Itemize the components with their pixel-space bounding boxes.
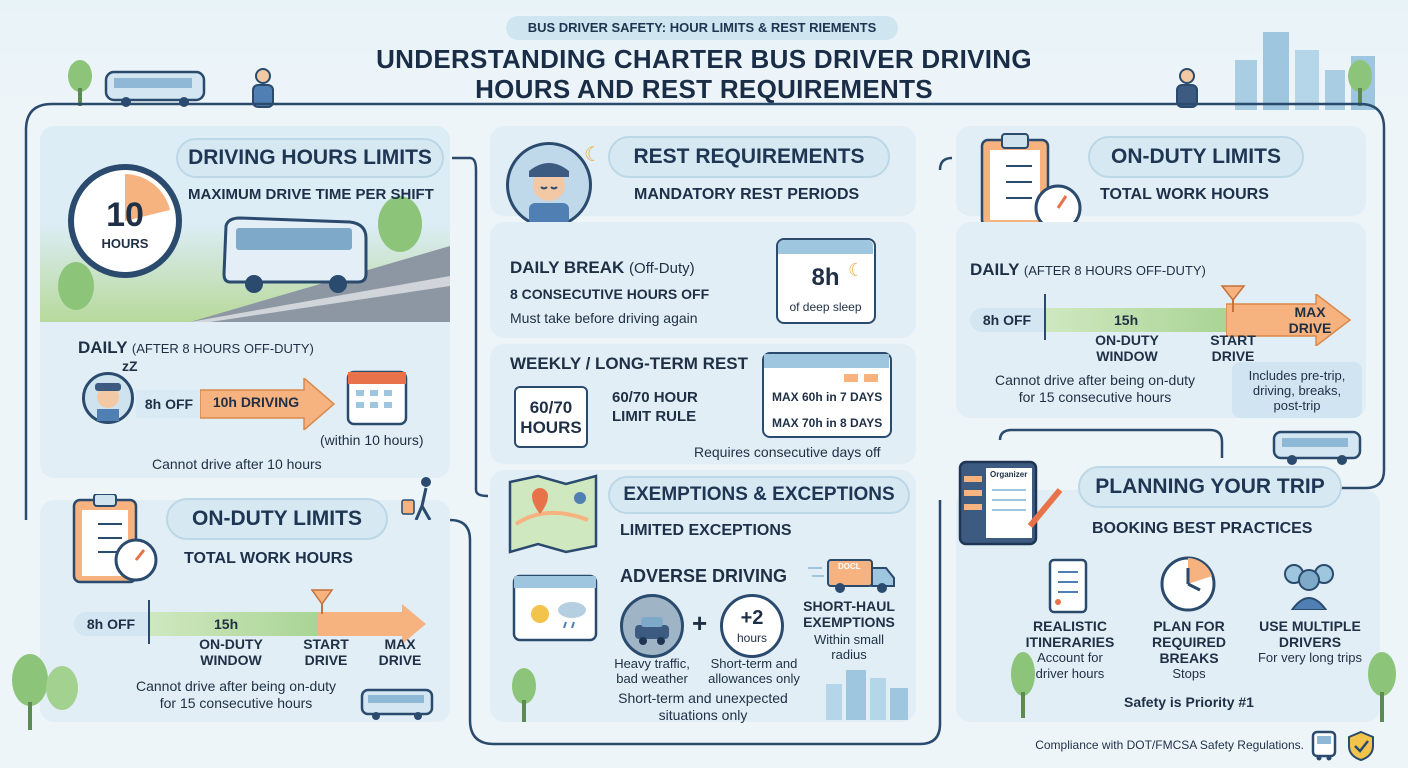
off-segment: 8h OFF: [136, 390, 202, 418]
traveler-luggage-icon: [401, 477, 432, 520]
charter-bus-icon: [222, 216, 368, 293]
max-drive-arrow-left: [318, 604, 426, 644]
rest-title: REST REQUIREMENTS: [608, 136, 890, 178]
tree-icon: [1368, 652, 1396, 722]
highway-road-icon: [58, 196, 450, 322]
daily-label: DAILY (AFTER 8 HOURS OFF-DUTY): [78, 338, 314, 357]
bus-icon: [1272, 430, 1362, 465]
on-duty-left-subtitle: TOTAL WORK HOURS: [184, 550, 353, 567]
includes-note: Includes pre-trip,driving, breaks,post-t…: [1232, 362, 1362, 418]
weather-calendar-icon: [512, 574, 598, 642]
sleep-calendar-icon: 8h of deep sleep ☾: [776, 238, 876, 324]
driver-person-icon: [252, 68, 274, 108]
planning-item-drivers: USE MULTIPLE DRIVERS For very long trips: [1257, 618, 1363, 665]
page-title: UNDERSTANDING CHARTER BUS DRIVER DRIVING…: [376, 44, 1032, 104]
wall-clock-icon: [1160, 556, 1216, 612]
itinerary-scroll-icon: [1048, 558, 1088, 614]
map-pin-icon: [508, 474, 598, 554]
tree-icon: [1011, 652, 1035, 718]
planning-item-breaks: PLAN FOR REQUIRED BREAKS Stops: [1152, 618, 1226, 681]
tree-icon: [512, 668, 536, 722]
planning-item-itineraries: REALISTIC ITINERARIES Account for driver…: [1025, 618, 1115, 681]
within-note: (within 10 hours): [320, 432, 424, 448]
tree-icon: [12, 654, 78, 730]
clipboard-stopwatch-icon: [72, 494, 158, 584]
clock-icon: 10 HOURS: [68, 164, 182, 278]
tree-icon: [68, 60, 92, 106]
flag-marker-icon: [1220, 285, 1246, 312]
on-duty-right-title: ON-DUTY LIMITS: [1088, 136, 1304, 178]
small-bus-icon: [360, 688, 434, 720]
compliance-footer: Compliance with DOT/FMCSA Safety Regulat…: [1035, 738, 1304, 752]
bus-icon: [104, 70, 206, 107]
delivery-truck-icon: [808, 559, 895, 593]
divider-line: [148, 600, 150, 644]
driving-hours-subtitle: MAXIMUM DRIVE TIME PER SHIFT: [188, 186, 434, 203]
on-duty-left-title: ON-DUTY LIMITS: [166, 498, 388, 540]
driving-caption: Cannot drive after 10 hours: [152, 456, 322, 472]
zzz-icon: zZ: [122, 358, 138, 374]
safety-note: Safety is Priority #1: [1124, 694, 1254, 710]
driving-hours-title: DRIVING HOURS LIMITS: [176, 138, 444, 178]
sleeping-driver-icon: [82, 372, 134, 424]
car-rain-icon: [620, 594, 684, 658]
timer-icon: +2 hours: [720, 594, 784, 658]
sleeping-driver-avatar: [506, 142, 592, 228]
driving-arrow: [200, 378, 336, 430]
rest-subtitle: MANDATORY REST PERIODS: [634, 186, 860, 203]
max-drive-arrow-right: [1226, 294, 1352, 346]
bus-front-icon: [1311, 730, 1337, 761]
city-buildings-icon: [826, 670, 908, 720]
off-bar-left: [74, 612, 152, 636]
tree-icon: [1348, 60, 1372, 106]
flag-marker-icon: [310, 589, 334, 614]
clipboard-stopwatch-icon: [980, 133, 1082, 232]
businessman-icon: [1176, 68, 1198, 108]
exemptions-title: EXEMPTIONS & EXCEPTIONS: [608, 476, 910, 514]
header-badge: BUS DRIVER SAFETY: HOUR LIMITS & REST RI…: [506, 16, 898, 40]
organizer-planner-icon: [958, 460, 1063, 546]
multiple-drivers-icon: [1284, 564, 1334, 610]
moon-icon: ☾: [584, 144, 602, 166]
calendar-icon: [346, 370, 408, 426]
shield-check-icon: [1348, 730, 1374, 762]
planning-title: PLANNING YOUR TRIP: [1078, 466, 1342, 508]
moon-icon: ☾: [848, 260, 865, 280]
window-bar-left: [150, 612, 320, 636]
week-calendar-icon: MAX 60h in 7 DAYS MAX 70h in 8 DAYS: [762, 352, 892, 438]
driving-segment: 10h DRIVING: [212, 394, 300, 410]
